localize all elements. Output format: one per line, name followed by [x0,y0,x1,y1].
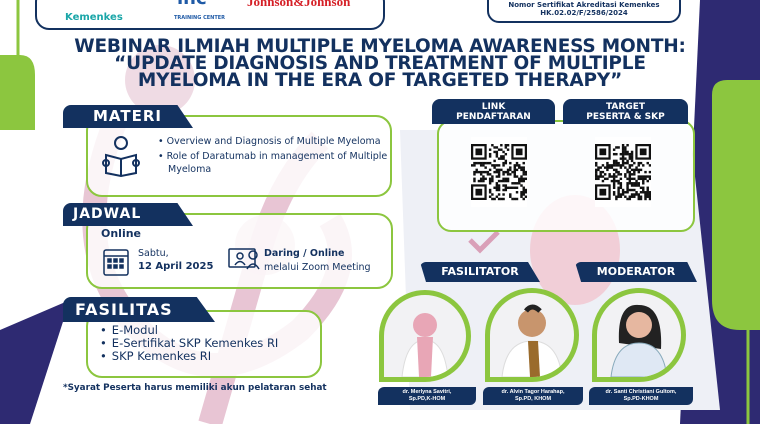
title-line-1: WEBINAR ILMIAH MULTIPLE MYELOMA AWARENES… [74,36,686,57]
jadwal-mode: Online [101,227,142,240]
person-avatar-icon [501,304,563,377]
speaker-photo [485,288,579,382]
moderator-heading: MODERATOR [575,262,697,282]
ihc-logo: ihc [177,0,207,9]
ihc-subtitle: TRAINING CENTER [174,15,226,21]
jnj-logo: Johnson&Johnson [247,0,351,9]
accreditation-label: Nomor Sertifikat Akreditasi Kemenkes [508,1,660,9]
speaker-photo [379,290,471,382]
person-avatar-icon [610,304,668,377]
accreditation-number: HK.02.02/F/2586/2024 [540,9,628,17]
registration-qr-code[interactable] [471,137,527,207]
materi-item: • Overview and Diagnosis of Multiple Mye… [158,136,381,147]
jadwal-date: 12 April 2025 [138,261,214,272]
fasilitator-heading: FASILITATOR [420,262,540,282]
kemenkes-logo: Kemenkes [65,12,123,23]
calendar-icon [103,249,129,276]
fasilitas-item: SKP Kemenkes RI [100,350,278,363]
sponsor-logos: Kemenkes ihc TRAINING CENTER Johnson&Joh… [35,0,385,30]
title-line-3: MYELOMA IN THE ERA OF TARGETED THERAPY” [137,70,623,91]
fasilitas-item: E-Modul [100,324,278,337]
jadwal-day: Sabtu, [138,248,169,259]
fasilitas-item: E-Sertifikat SKP Kemenkes RI [100,337,279,350]
jadwal-heading: JADWAL [63,203,193,226]
speaker-name-tag: dr. Merlyna Savitri,Sp.PD,K-HOM [378,387,476,405]
platform-detail: melalui Zoom Meeting [264,262,371,273]
materi-box: • Overview and Diagnosis of Multiple Mye… [86,115,392,197]
fasilitas-heading: FASILITAS [63,297,215,322]
accreditation-box: Nomor Sertifikat Akreditasi Kemenkes HK.… [487,0,681,23]
speaker-photo [592,288,686,382]
page-title: WEBINAR ILMIAH MULTIPLE MYELOMA AWARENES… [40,36,720,91]
target-qr-code[interactable] [595,137,651,207]
requirement-note: *Syarat Peserta harus memiliki akun pela… [63,383,327,393]
title-line-2: “UPDATE DIAGNOSIS AND TREATMENT OF MULTI… [114,53,646,74]
person-avatar-icon [401,313,449,377]
platform-title: Daring / Online [264,248,345,259]
materi-item: • Role of Daratumab in management of Mul… [158,151,388,175]
speaker-name-tag: dr. Santi Christiani Gultom,Sp.PD-KHOM [589,387,693,405]
speaker-name-tag: dr. Alvin Tagor Harahap,Sp.PD, KHOM [483,387,583,405]
reading-person-icon [102,136,140,177]
materi-heading: MATERI [63,105,193,128]
online-meeting-icon [228,248,260,270]
